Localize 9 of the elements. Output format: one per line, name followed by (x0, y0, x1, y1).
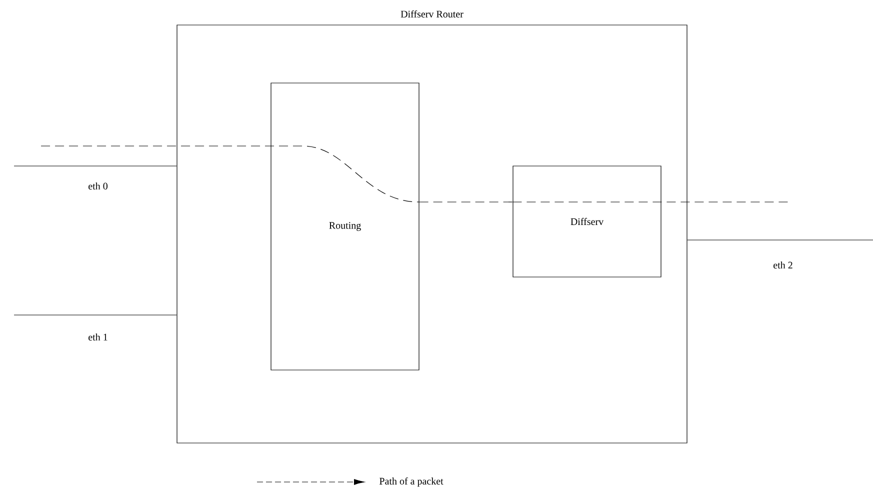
port-label: eth 2 (774, 261, 792, 268)
diffserv-box: Diffserv (512, 166, 662, 278)
packet-path (40, 146, 420, 202)
node-label: Diffserv Router (400, 10, 464, 18)
port-label: eth 1 (88, 333, 108, 340)
port-label: eth 0 (88, 182, 108, 190)
port-line (14, 314, 178, 316)
routing-box: Routing (270, 82, 420, 370)
legend-text: Path of a packet (380, 477, 444, 487)
